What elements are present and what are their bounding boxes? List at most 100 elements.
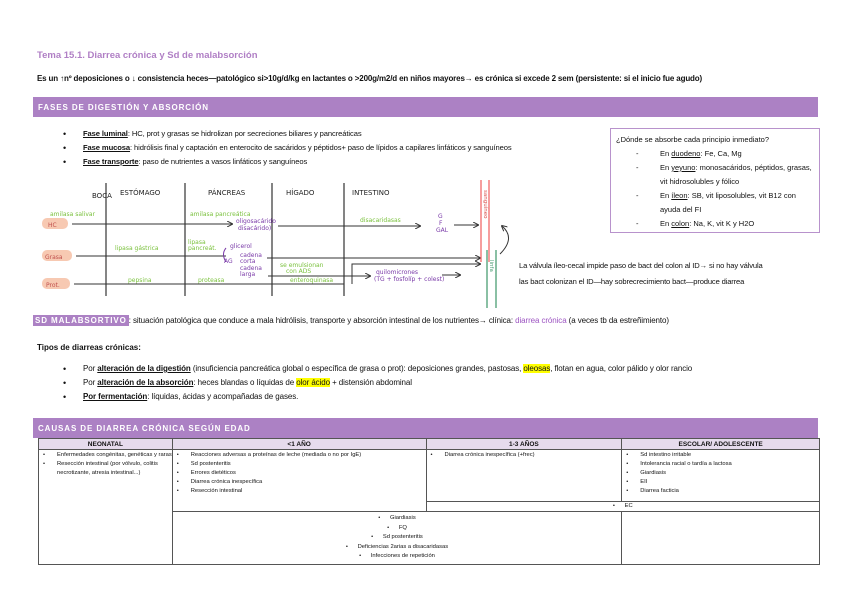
list-item: Resección intestinal (por vólvulo, colit… [39, 460, 172, 478]
cell-ec: • EC [425, 500, 821, 513]
list-item: Resección intestinal [173, 487, 426, 496]
table-row: Enfermedades congénitas, genéticas y rar… [38, 449, 820, 565]
cell-shared-list: Giardiasis FQ Sd postenteritis Deficienc… [171, 511, 623, 565]
svg-text:amilasa pancreática: amilasa pancreática [190, 211, 251, 218]
list-item: Diarrea facticia [622, 487, 819, 496]
svg-text:proteasa: proteasa [198, 277, 225, 284]
section-banner-phases-label: FASES DE DIGESTIÓN Y ABSORCIÓN [38, 102, 209, 112]
absorption-text: : Fe, Ca, Mg [700, 149, 742, 158]
type-text: , flotan en agua, color pálido y olor ra… [550, 364, 693, 373]
phase-text: : hidrólisis final y captación en entero… [130, 143, 512, 152]
svg-text:cadena: cadena [240, 252, 262, 259]
list-item: Reacciones adversas a proteínas de leche… [173, 451, 426, 460]
absorption-item: En íleon: SB, vit liposolubles, vit B12 … [616, 189, 814, 217]
row-label-bg [42, 278, 70, 289]
svg-text:larga: larga [240, 271, 256, 278]
valve-line: La válvula íleo-cecal impide paso de bac… [519, 261, 763, 270]
section-banner-phases: FASES DE DIGESTIÓN Y ABSORCIÓN [33, 97, 818, 117]
svg-text:G: G [438, 213, 443, 220]
list-item: Errores dietéticos [173, 469, 426, 478]
list-item: Fase mucosa: hidrólisis final y captació… [55, 141, 512, 155]
list-item: Deficiencias 2arias a disacaridasas [173, 543, 622, 553]
svg-text:enteroquinasa: enteroquinasa [290, 277, 333, 284]
list-item: Infecciones de repetición [173, 552, 622, 562]
type-text: : heces blandas o líquidas de [193, 378, 297, 387]
absorption-place: íleon [671, 191, 688, 200]
absorption-prefix: En [660, 219, 672, 228]
list-item: Giardiasis [173, 514, 622, 524]
absorption-prefix: En [660, 163, 672, 172]
absorption-question: ¿Dónde se absorbe cada principio inmedia… [616, 135, 770, 144]
svg-text:amilasa salivar: amilasa salivar [50, 211, 96, 218]
svg-text:con ADS: con ADS [286, 268, 311, 275]
absorption-prefix: En [660, 191, 672, 200]
svg-text:oligosacárido: oligosacárido [236, 218, 276, 225]
list-item: Giardiasis [622, 469, 819, 478]
ec-label: EC [624, 502, 633, 509]
cell-1-3: Diarrea crónica inespecífica (+frec) [425, 449, 623, 502]
svg-text:quilomicrones: quilomicrones [376, 269, 418, 276]
list-item: EII [622, 478, 819, 487]
absorption-item: En yeyuno: monosacáridos, péptidos, gras… [616, 161, 814, 189]
absorption-text: : Na, K, vit K y H2O [689, 219, 755, 228]
absorption-text: : SB, vit liposolubles, vit B12 con ayud… [660, 191, 796, 214]
row-label: Grasa [45, 254, 63, 261]
absorption-text: : monosacáridos, péptidos, grasas, vit h… [660, 163, 812, 186]
column-header: HÍGADO [286, 188, 315, 197]
list-item: Sd postenteritis [173, 533, 622, 543]
cell-escolar: Sd intestino irritable Intolerancia raci… [621, 449, 820, 502]
section-banner-causes-label: CAUSAS DE DIARREA CRÓNICA SEGÚN EDAD [38, 423, 251, 433]
list-item: Fase transporte: paso de nutrientes a va… [55, 155, 512, 169]
column-header: <1 AÑO [171, 438, 427, 450]
svg-text:lipasa gástrica: lipasa gástrica [115, 245, 159, 252]
type-label: alteración de la digestión [97, 364, 191, 373]
svg-text:disacárido): disacárido) [238, 225, 271, 232]
svg-text:se emulsionan: se emulsionan [280, 262, 324, 269]
column-header: 1-3 AÑOS [425, 438, 623, 450]
svg-text:cadena: cadena [240, 265, 262, 272]
sd-tail: (a veces tb da estreñimiento) [566, 316, 669, 325]
type-label: Por fermentación [83, 392, 148, 401]
svg-text:sanguíneo: sanguíneo [482, 190, 489, 219]
type-label: alteración de la absorción [97, 378, 194, 387]
intro-paragraph: Es un ↑nº deposiciones o ↓ consistencia … [37, 74, 703, 83]
sd-malabsortivo-paragraph: SD MALABSORTIVO: situación patológica qu… [33, 315, 669, 326]
svg-text:F: F [439, 220, 443, 227]
type-pre: Por [83, 364, 98, 373]
row-label: Prot. [46, 282, 60, 289]
diarrhea-types-list: Por alteración de la digestión (insufici… [55, 362, 692, 404]
absorption-item: En colon: Na, K, vit K y H2O [616, 217, 814, 231]
phases-list: Fase luminal: HC, prot y grasas se hidro… [55, 127, 512, 169]
absorption-place: yeyuno [671, 163, 696, 172]
bullet: • [612, 502, 625, 509]
section-banner-causes: CAUSAS DE DIARREA CRÓNICA SEGÚN EDAD [33, 418, 818, 438]
table-row: • EC [39, 500, 821, 513]
absorption-item: En duodeno: Fe, Ca, Mg [616, 147, 814, 161]
type-text: + distensión abdominal [329, 378, 412, 387]
row-label-bg [42, 218, 68, 229]
absorption-place: duodeno [671, 149, 701, 158]
absorption-box: ¿Dónde se absorbe cada principio inmedia… [610, 128, 820, 233]
svg-text:lipasa: lipasa [188, 239, 206, 246]
list-item: Fase luminal: HC, prot y grasas se hidro… [55, 127, 512, 141]
absorption-prefix: En [660, 149, 672, 158]
column-header: INTESTINO [352, 189, 390, 197]
svg-text:corta: corta [240, 258, 256, 265]
svg-text:pepsina: pepsina [128, 277, 152, 284]
column-header: NEONATAL [38, 438, 173, 450]
svg-text:linfa: linfa [488, 260, 494, 272]
list-item: FQ [173, 524, 622, 534]
svg-text:pancreát.: pancreát. [188, 245, 217, 252]
svg-text:disacaridasas: disacaridasas [360, 217, 401, 224]
tipos-heading: Tipos de diarreas crónicas: [37, 343, 141, 352]
highlight: oleosas [523, 364, 551, 373]
list-item: Diarrea crónica inespecífica [173, 478, 426, 487]
table-row: Giardiasis FQ Sd postenteritis Deficienc… [39, 511, 820, 565]
list-item: Por alteración de la absorción: heces bl… [55, 376, 692, 390]
list-item: Sd intestino irritable [622, 451, 819, 460]
phase-text: : paso de nutrientes a vasos linfáticos … [138, 157, 308, 166]
sd-clinica: diarrea crónica [515, 316, 567, 325]
row-label: HC [48, 222, 57, 229]
highlight: olor ácido [296, 378, 330, 387]
svg-text:AG: AG [224, 258, 233, 265]
